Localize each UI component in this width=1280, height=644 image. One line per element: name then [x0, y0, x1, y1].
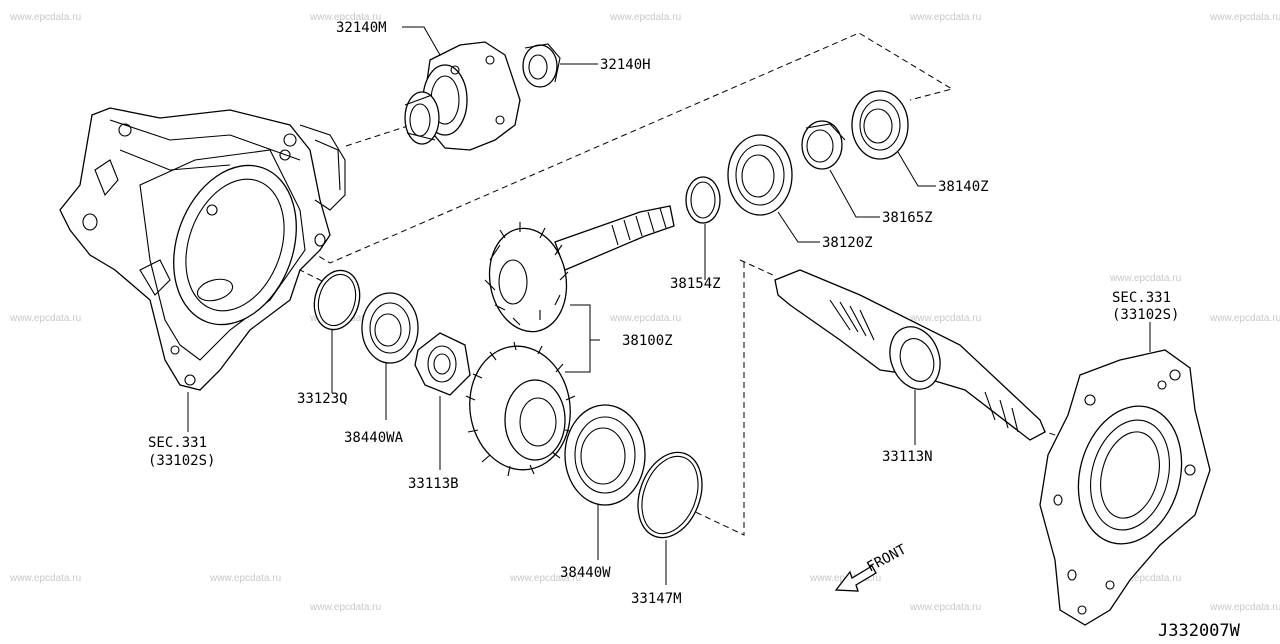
front-label: FRONT [864, 541, 909, 575]
part-32140H-seal [522, 43, 561, 88]
part-38100Z-ring-gear [465, 341, 576, 477]
watermark: www.epcdata.ru [609, 12, 681, 23]
label-33113B[interactable]: 33113B [408, 476, 459, 492]
label-sec-331-left-code[interactable]: (33102S) [148, 453, 215, 469]
label-38440W[interactable]: 38440W [560, 565, 611, 581]
part-32140M-flange [404, 41, 521, 151]
watermark: www.epcdata.ru [309, 12, 381, 23]
part-38120Z-bearing [727, 134, 793, 216]
part-38440W-bearing [564, 404, 646, 506]
part-38165Z-ring [801, 120, 846, 170]
watermark: www.epcdata.ru [309, 602, 381, 613]
watermark: www.epcdata.ru [209, 573, 281, 584]
watermark: www.epcdata.ru [509, 573, 581, 584]
label-sec-331-right[interactable]: SEC.331 [1112, 290, 1171, 306]
diagram-code: J332007W [1158, 621, 1241, 640]
label-38140Z[interactable]: 38140Z [938, 179, 989, 195]
part-38140Z-bearing [851, 90, 909, 160]
watermark: www.epcdata.ru [909, 313, 981, 324]
part-38154Z-shim [685, 176, 721, 224]
watermark: www.epcdata.ru [1109, 573, 1181, 584]
label-sec-331-left[interactable]: SEC.331 [148, 435, 207, 451]
watermark: www.epcdata.ru [909, 12, 981, 23]
watermark: www.epcdata.ru [909, 602, 981, 613]
label-38154Z[interactable]: 38154Z [670, 276, 721, 292]
watermark: www.epcdata.ru [1209, 602, 1280, 613]
watermark: www.epcdata.ru [9, 573, 81, 584]
transfer-housing-left [59, 107, 346, 391]
label-38165Z[interactable]: 38165Z [882, 210, 933, 226]
label-sec-331-right-code[interactable]: (33102S) [1112, 307, 1179, 323]
part-labels: 32140M 32140H 38140Z 38165Z 38120Z 38154… [148, 20, 1241, 641]
label-32140M[interactable]: 32140M [336, 20, 387, 36]
label-38120Z[interactable]: 38120Z [822, 235, 873, 251]
watermark: www.epcdata.ru [609, 313, 681, 324]
part-33123Q-snap-ring [313, 269, 361, 331]
front-arrow-icon [834, 565, 877, 592]
label-33147M[interactable]: 33147M [631, 591, 682, 607]
watermark: www.epcdata.ru [1209, 12, 1280, 23]
label-33113N[interactable]: 33113N [882, 449, 933, 465]
part-33113B-nut [414, 332, 471, 396]
part-33147M-snap-ring [637, 451, 703, 539]
transfer-housing-right [1039, 349, 1211, 626]
watermark: www.epcdata.ru [1209, 313, 1280, 324]
leader-lines [187, 26, 1151, 585]
watermark: www.epcdata.ru [9, 12, 81, 23]
label-38440WA[interactable]: 38440WA [344, 430, 404, 446]
part-38440WA-bearing [361, 292, 419, 364]
watermark: www.epcdata.ru [9, 313, 81, 324]
label-32140H[interactable]: 32140H [600, 57, 651, 73]
part-33113N-output-shaft [774, 269, 1046, 441]
watermark: www.epcdata.ru [1109, 273, 1181, 284]
part-38100Z-drive-pinion [484, 205, 675, 333]
label-33123Q[interactable]: 33123Q [297, 391, 348, 407]
label-38100Z[interactable]: 38100Z [622, 333, 673, 349]
